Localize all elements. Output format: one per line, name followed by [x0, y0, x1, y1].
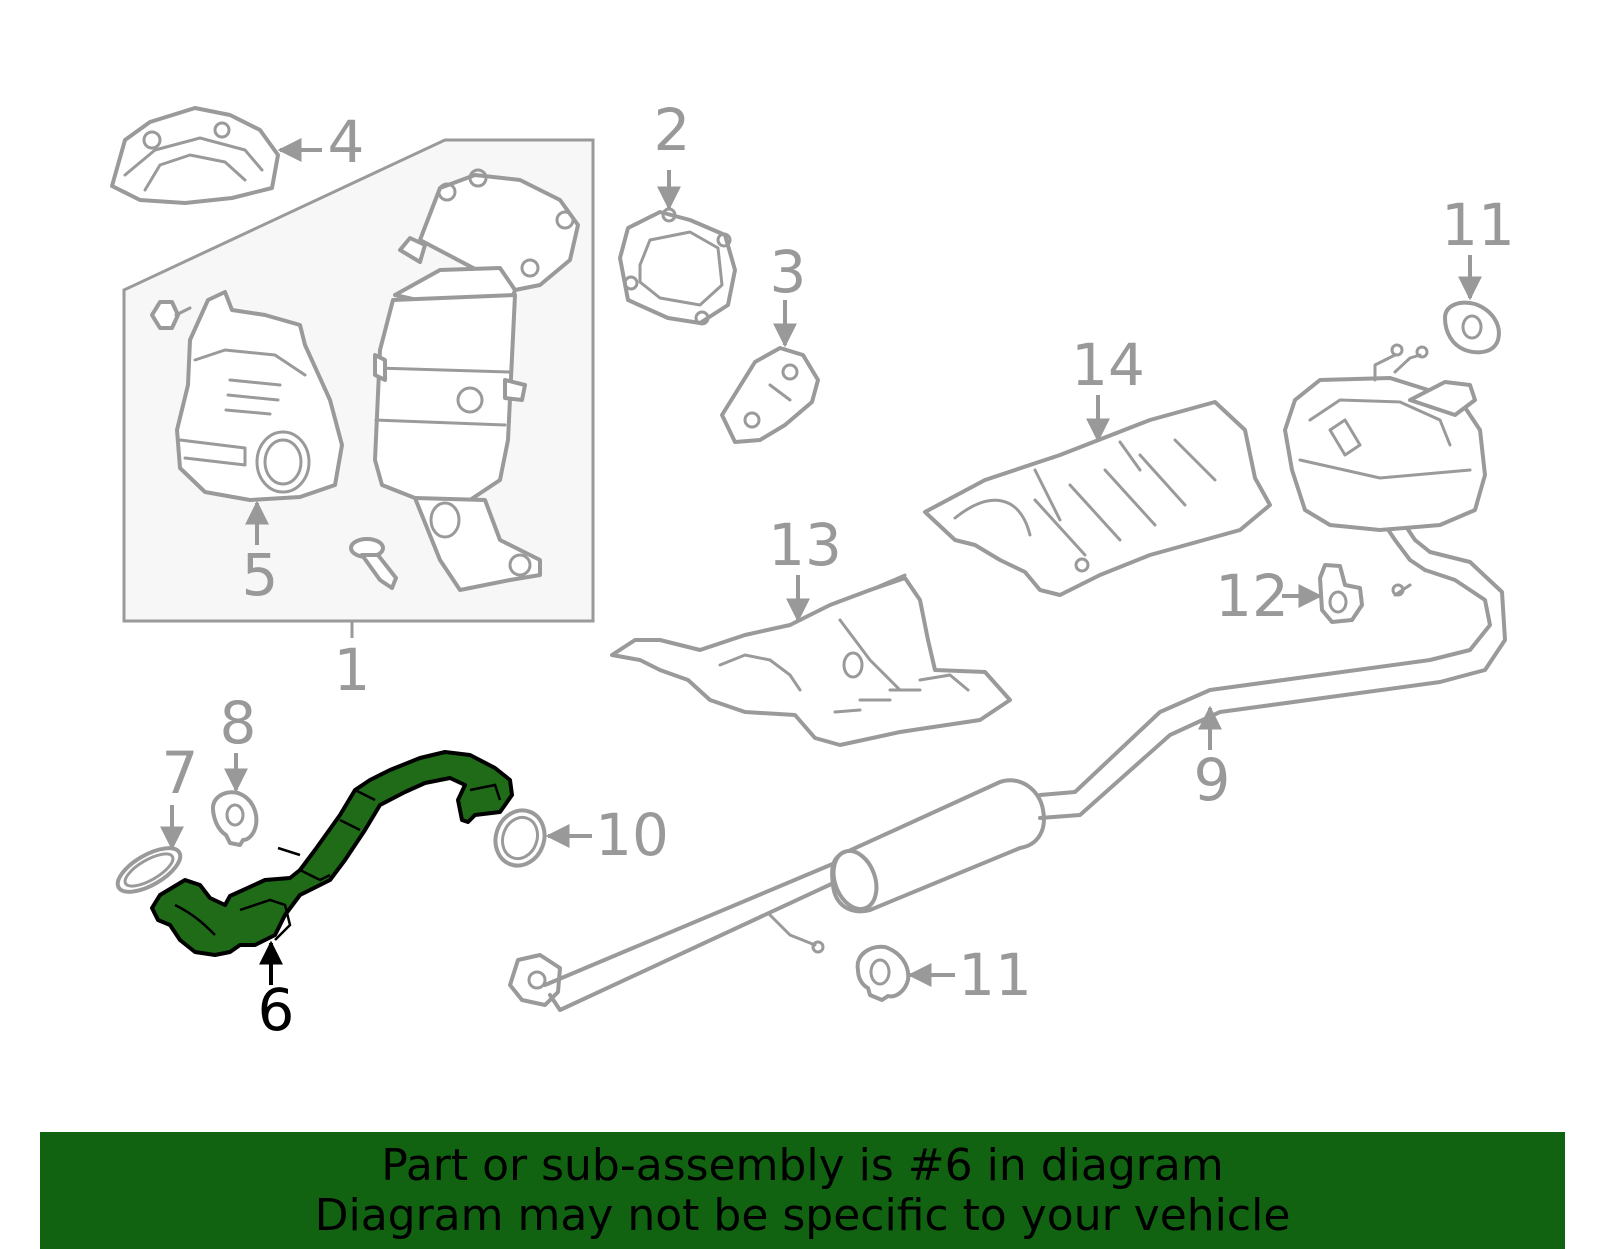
callout-3: 3: [770, 238, 807, 306]
part-12-hanger: [1318, 563, 1364, 624]
callout-5: 5: [242, 541, 279, 609]
callout-12: 12: [1215, 562, 1289, 630]
part-11-hanger-top: [1443, 300, 1501, 355]
part-5-heat-shield: [175, 290, 344, 502]
muffler: [1283, 343, 1487, 532]
part-4-heat-shield: [110, 106, 280, 205]
callout-1: 1: [334, 636, 371, 704]
banner-line-disclaimer: Diagram may not be specific to your vehi…: [314, 1189, 1291, 1241]
part-3-bracket: [720, 346, 820, 444]
callout-9: 9: [1194, 746, 1231, 814]
bolt-small: [150, 300, 192, 330]
part-11-hanger-bottom: [855, 944, 911, 1002]
callout-11-top: 11: [1441, 191, 1515, 259]
part-14-heat-shield: [923, 400, 1272, 597]
part-2-gasket: [618, 207, 737, 326]
part-6-front-pipe-highlighted: [150, 750, 514, 957]
callout-11-bottom: 11: [958, 941, 1032, 1009]
callout-7: 7: [162, 739, 199, 807]
info-banner: Part or sub-assembly is #6 in diagram Di…: [40, 1132, 1565, 1249]
bolt-stud: [349, 537, 398, 590]
part-8-hanger: [211, 790, 259, 847]
part-10-gasket: [493, 808, 547, 868]
part-9-exhaust-pipe: [508, 523, 1507, 1012]
callout-14: 14: [1071, 331, 1145, 399]
banner-line-part: Part or sub-assembly is #6 in diagram: [381, 1139, 1224, 1191]
callout-8: 8: [220, 689, 257, 757]
callout-4: 4: [328, 108, 365, 176]
callout-10: 10: [595, 801, 669, 869]
part-7-gasket: [115, 846, 183, 894]
callout-13: 13: [768, 511, 842, 579]
callout-6: 6: [258, 976, 295, 1044]
callout-2: 2: [654, 96, 691, 164]
part-1-manifold-converter: [373, 168, 580, 592]
part-13-heat-shield: [610, 573, 1012, 747]
